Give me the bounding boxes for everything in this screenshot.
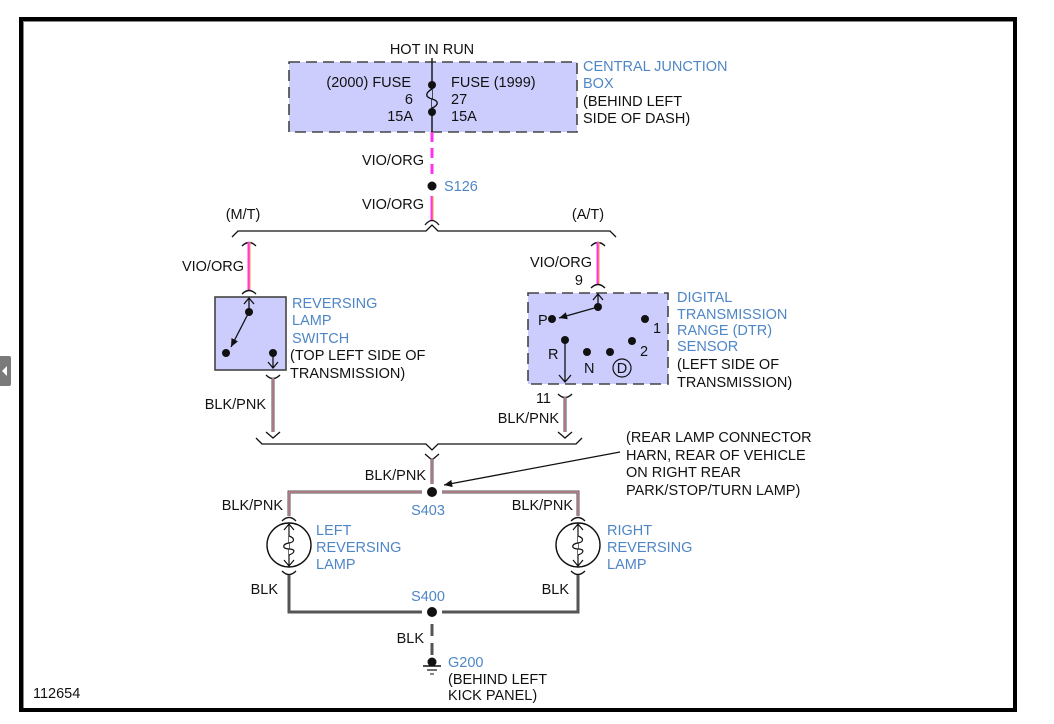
right-fuse-number: 27	[451, 92, 467, 108]
dtr-name-3: RANGE (DTR)	[677, 323, 772, 339]
wire-label-left-lamp-out: BLK	[251, 582, 279, 598]
fuse-icon	[426, 88, 438, 109]
splice-s126	[427, 181, 437, 191]
junction-box-location-1: (BEHIND LEFT	[583, 94, 682, 110]
wire-label-rear-blk-pnk: BLK/PNK	[365, 468, 427, 484]
wire-blk-pnk-at	[557, 393, 573, 439]
junction-box-name-1: CENTRAL JUNCTION	[583, 59, 727, 75]
wire-label-ground: BLK	[397, 631, 425, 647]
dtr-name-2: TRANSMISSION	[677, 307, 787, 323]
splice-s403	[427, 487, 437, 497]
dtr-name-4: SENSOR	[677, 339, 738, 355]
right-lamp-name-3: LAMP	[607, 557, 647, 573]
dtr-position-p: P	[538, 313, 548, 329]
wire-blk-lamp-bus	[287, 575, 580, 617]
left-lamp-name-3: LAMP	[316, 557, 356, 573]
left-reversing-lamp	[266, 516, 312, 576]
junction-box-location-2: SIDE OF DASH)	[583, 111, 690, 127]
splice-s400-label: S400	[411, 589, 445, 605]
right-lamp-name-1: RIGHT	[607, 523, 652, 539]
dtr-contact-n	[583, 348, 591, 356]
switch-name-2: LAMP	[292, 313, 332, 329]
branch-at-label: (A/T)	[572, 207, 604, 223]
rear-connector-note-2: HARN, REAR OF VEHICLE	[626, 448, 806, 464]
left-lamp-name-2: REVERSING	[316, 540, 401, 556]
left-fuse-number: 6	[405, 92, 413, 108]
ground-location-2: KICK PANEL)	[448, 688, 537, 704]
switch-location-2: TRANSMISSION)	[290, 366, 405, 382]
branch-mt-label: (M/T)	[226, 207, 261, 223]
fuse-terminal-top	[428, 81, 436, 89]
switch-name-1: REVERSING	[292, 296, 377, 312]
wire-vio-org-at	[590, 241, 606, 289]
wire-label-at-vio-org: VIO/ORG	[530, 255, 592, 271]
dtr-sensor	[527, 292, 669, 385]
reversing-lamp-switch	[214, 296, 287, 371]
dtr-location-2: TRANSMISSION)	[677, 375, 792, 391]
diagram-frame	[19, 17, 1017, 712]
dtr-position-1: 1	[653, 321, 661, 337]
switch-name-3: SWITCH	[292, 331, 349, 347]
dtr-position-n: N	[584, 361, 594, 377]
wire-label-left-lamp-in: BLK/PNK	[222, 498, 284, 514]
dtr-name-1: DIGITAL	[677, 290, 732, 306]
wire-label-at-blk-pnk: BLK/PNK	[498, 411, 560, 427]
left-fuse-title: (2000) FUSE	[326, 75, 411, 91]
dtr-position-r: R	[548, 347, 558, 363]
dtr-contact-2	[628, 337, 636, 345]
wire-blk-pnk-mt	[265, 374, 281, 439]
dtr-pin-out: 11	[536, 391, 551, 407]
rear-connector-note-3: ON RIGHT REAR	[626, 465, 741, 481]
left-lamp-name-1: LEFT	[316, 523, 352, 539]
fuse-terminal-bottom	[428, 108, 436, 116]
wire-label-vio-org-1: VIO/ORG	[362, 153, 424, 169]
dtr-position-d: D	[617, 361, 627, 377]
wire-label-vio-org-2: VIO/ORG	[362, 197, 424, 213]
wire-label-right-lamp-out: BLK	[542, 582, 570, 598]
splice-s400	[427, 607, 437, 617]
right-fuse-title: FUSE (1999)	[451, 75, 536, 91]
central-junction-box	[288, 58, 578, 133]
wire-label-mt-blk-pnk: BLK/PNK	[205, 397, 267, 413]
wire-label-mt-vio-org: VIO/ORG	[182, 259, 244, 275]
ground-icon	[423, 657, 441, 675]
callout-arrow	[443, 451, 621, 488]
wire-label-right-lamp-in: BLK/PNK	[512, 498, 574, 514]
dtr-contact-p	[548, 315, 556, 323]
power-label: HOT IN RUN	[390, 42, 474, 58]
switch-location-1: (TOP LEFT SIDE OF	[290, 348, 426, 364]
branch-bus-bottom	[255, 437, 583, 451]
dtr-contact-1	[641, 315, 649, 323]
ground-name: G200	[448, 655, 483, 671]
dtr-pin-in: 9	[575, 273, 583, 289]
right-reversing-lamp	[555, 516, 601, 576]
splice-s403-label: S403	[411, 503, 445, 519]
branch-bus-top	[231, 224, 617, 238]
junction-box-name-2: BOX	[583, 76, 614, 92]
left-fuse-rating: 15A	[387, 109, 413, 125]
wire-vio-org-top	[424, 132, 440, 226]
splice-s126-label: S126	[444, 179, 478, 195]
wire-blk-pnk-rear	[424, 453, 440, 484]
dtr-location-1: (LEFT SIDE OF	[677, 357, 779, 373]
rear-connector-note-1: (REAR LAMP CONNECTOR	[626, 430, 812, 446]
dtr-contact-d	[606, 348, 614, 356]
right-lamp-name-2: REVERSING	[607, 540, 692, 556]
side-panel-toggle[interactable]	[0, 356, 11, 386]
ground-location-1: (BEHIND LEFT	[448, 672, 547, 688]
right-fuse-rating: 15A	[451, 109, 477, 125]
dtr-position-2: 2	[640, 344, 648, 360]
wire-blk-pnk-lamp-bus	[287, 487, 580, 516]
diagram-id: 112654	[33, 686, 80, 702]
rear-connector-note-4: PARK/STOP/TURN LAMP)	[626, 483, 800, 499]
wire-vio-org-mt	[241, 241, 257, 295]
